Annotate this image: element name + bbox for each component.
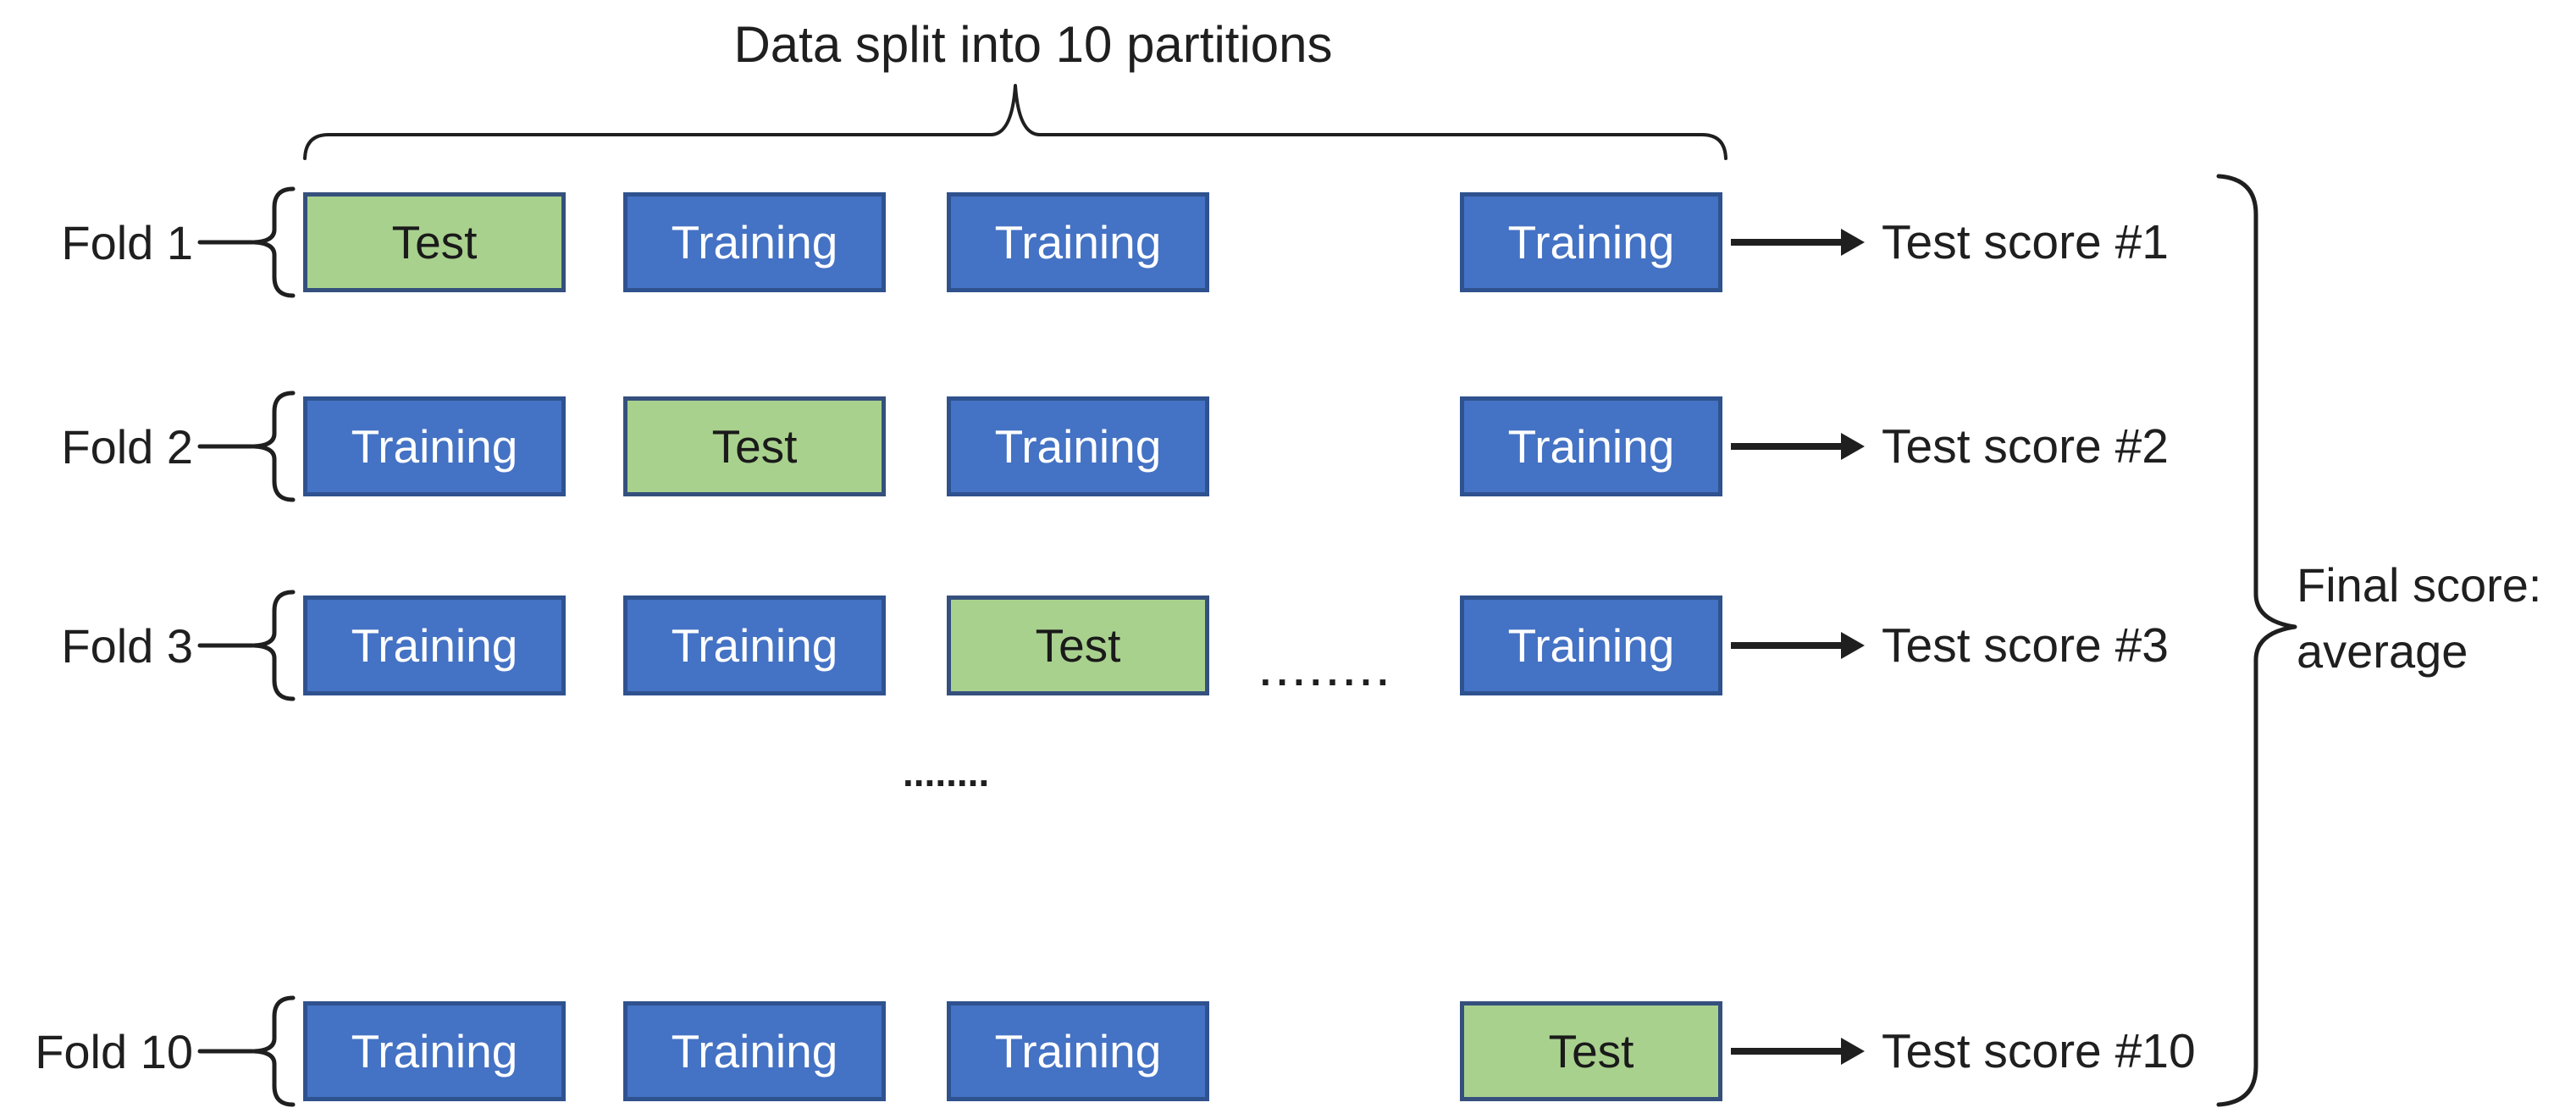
fold-row: Fold 1 Test Training Training Training T… bbox=[0, 186, 2576, 298]
partition-box-training: Training bbox=[947, 192, 1209, 292]
partition-box-training: Training bbox=[623, 1001, 886, 1101]
horizontal-ellipsis: ........ bbox=[1260, 650, 1395, 694]
final-score-line1: Final score: bbox=[2297, 558, 2542, 612]
final-score-line2: average bbox=[2297, 624, 2468, 678]
curly-brace-top-icon bbox=[303, 84, 1727, 160]
arrow-right-icon bbox=[1731, 632, 1865, 659]
partition-box-test: Test bbox=[303, 192, 566, 292]
fold-label: Fold 1 bbox=[61, 215, 193, 269]
partition-box-training: Training bbox=[623, 192, 886, 292]
partition-box-test: Test bbox=[623, 396, 886, 496]
fold-label: Fold 3 bbox=[61, 618, 193, 673]
diagram-title: Data split into 10 partitions bbox=[733, 16, 1333, 73]
fold-label: Fold 2 bbox=[61, 419, 193, 474]
partition-box-training: Training bbox=[303, 1001, 566, 1101]
vertical-ellipsis: ........ bbox=[903, 751, 990, 795]
arrow-right-icon bbox=[1731, 1038, 1865, 1065]
partition-box-training: Training bbox=[1460, 192, 1722, 292]
curly-brace-left-icon bbox=[197, 391, 296, 502]
final-score-label: Final score: average bbox=[2297, 552, 2541, 684]
arrow-right-icon bbox=[1731, 229, 1865, 256]
partition-box-training: Training bbox=[947, 396, 1209, 496]
partition-box-training: Training bbox=[947, 1001, 1209, 1101]
fold-row: Fold 2 Training Test Training Training T… bbox=[0, 391, 2576, 502]
partition-box-training: Training bbox=[303, 596, 566, 695]
curly-brace-left-icon bbox=[197, 186, 296, 298]
partition-box-training: Training bbox=[1460, 596, 1722, 695]
test-score-label: Test score #2 bbox=[1882, 419, 2169, 474]
partition-box-training: Training bbox=[623, 596, 886, 695]
test-score-label: Test score #1 bbox=[1882, 215, 2169, 269]
partition-box-test: Test bbox=[947, 596, 1209, 695]
partition-box-training: Training bbox=[1460, 396, 1722, 496]
curly-brace-left-icon bbox=[197, 995, 296, 1107]
fold-row: Fold 3 Training Training Test Training T… bbox=[0, 590, 2576, 701]
partition-box-training: Training bbox=[303, 396, 566, 496]
curly-brace-left-icon bbox=[197, 590, 296, 701]
fold-label: Fold 10 bbox=[35, 1024, 193, 1078]
fold-row: Fold 10 Training Training Training Test … bbox=[0, 995, 2576, 1107]
arrow-right-icon bbox=[1731, 433, 1865, 460]
partition-box-test: Test bbox=[1460, 1001, 1722, 1101]
test-score-label: Test score #10 bbox=[1882, 1024, 2196, 1078]
test-score-label: Test score #3 bbox=[1882, 618, 2169, 673]
curly-brace-right-icon bbox=[2216, 174, 2297, 1107]
